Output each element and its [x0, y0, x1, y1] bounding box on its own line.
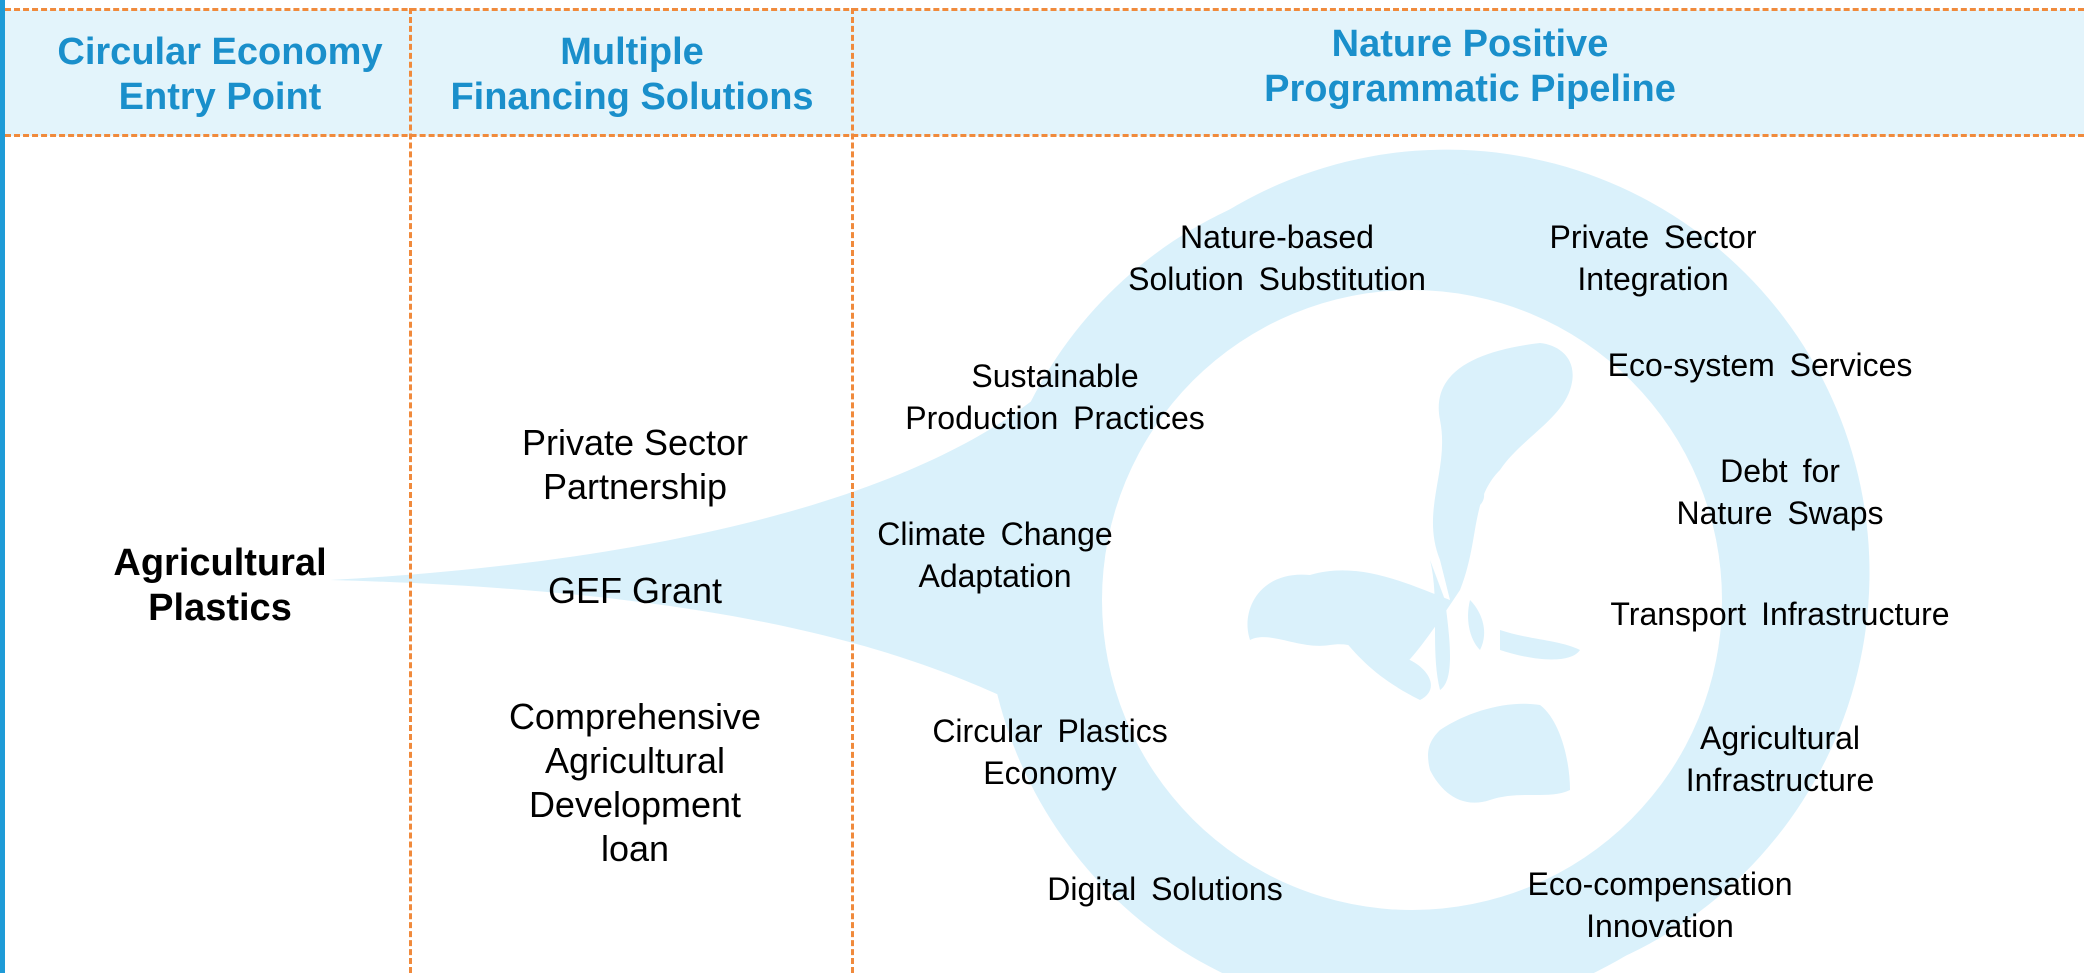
header-entry-point: Circular Economy Entry Point [57, 31, 383, 118]
pipeline-ecosystem: Eco-system Services [1607, 347, 1913, 383]
column-divider-1 [409, 8, 412, 973]
pipeline-debt: Debt for Nature Swaps [1676, 453, 1884, 531]
pipeline-climate: Climate Change Adaptation [877, 516, 1113, 594]
pipeline-agri-infra: Agricultural Infrastructure [1685, 720, 1875, 798]
entry-point-label: Agricultural Plastics [113, 542, 327, 629]
header-bottom-divider [5, 134, 2084, 137]
pipeline-sustainable: Sustainable Production Practices [905, 358, 1205, 436]
pipeline-private-sector: Private Sector Integration [1549, 219, 1757, 297]
column-divider-2 [851, 8, 854, 973]
header-top-divider [5, 8, 2084, 11]
financing-item-comprehensive-loan: Comprehensive Agricultural Development l… [508, 696, 762, 869]
header-financing: Multiple Financing Solutions [450, 31, 814, 118]
header-band [5, 10, 2084, 136]
left-accent-bar [0, 0, 5, 973]
financing-item-gef-grant: GEF Grant [547, 570, 723, 611]
financing-item-private-sector: Private Sector Partnership [521, 422, 749, 507]
header-pipeline: Nature Positive Programmatic Pipeline [1264, 23, 1676, 110]
pipeline-nature-based: Nature-based Solution Substitution [1128, 219, 1426, 297]
pipeline-eco-comp: Eco-compensation Innovation [1527, 866, 1793, 944]
globe-continents [1247, 343, 1580, 803]
pipeline-circular: Circular Plastics Economy [932, 713, 1168, 791]
pipeline-digital: Digital Solutions [1047, 871, 1283, 907]
pipeline-transport: Transport Infrastructure [1610, 596, 1950, 632]
